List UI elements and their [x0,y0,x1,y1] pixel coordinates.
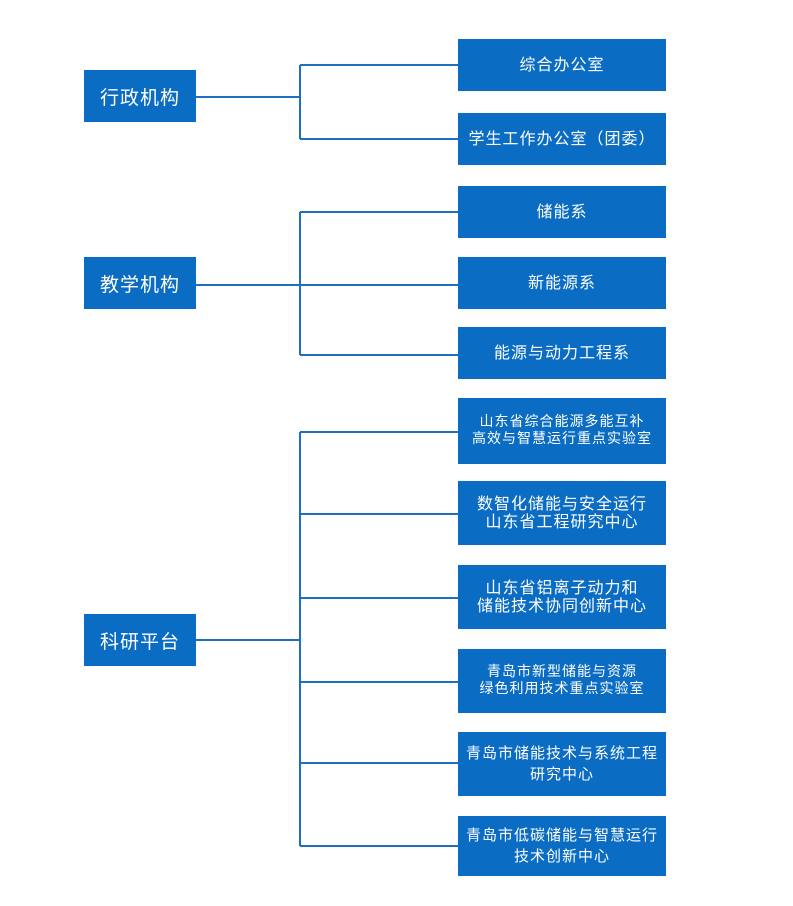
org-node-research-platform-4: 青岛市新型储能与资源 绿色利用技术重点实验室 [458,649,666,713]
org-node-research-platform-5: 青岛市储能技术与系统工程 研究中心 [458,732,666,796]
node-line-1: 青岛市新型储能与资源 [487,664,637,681]
category-admin: 行政机构 [84,70,196,122]
node-line-2: 山东省工程研究中心 [485,512,639,531]
org-node-research-platform-6: 青岛市低碳储能与智慧运行 技术创新中心 [458,816,666,876]
node-line-1: 数智化储能与安全运行 [476,493,647,513]
category-research: 科研平台 [84,614,196,666]
org-node-research-platform-3: 山东省铝离子动力和 储能技术协同创新中心 [458,565,666,629]
node-line-2: 高效与智慧运行重点实验室 [472,431,652,447]
org-node-general-office: 综合办公室 [458,39,666,91]
node-line-1: 山东省铝离子动力和 [485,577,639,597]
org-node-student-affairs-office: 学生工作办公室（团委） [458,113,666,165]
org-node-research-platform-2: 数智化储能与安全运行 山东省工程研究中心 [458,481,666,545]
category-teaching: 教学机构 [84,257,196,309]
node-line-2: 绿色利用技术重点实验室 [479,681,645,697]
org-node-research-platform-1: 山东省综合能源多能互补 高效与智慧运行重点实验室 [458,398,666,464]
org-node-energy-power-engineering-dept: 能源与动力工程系 [458,327,666,379]
node-line-1: 青岛市低碳储能与智慧运行 [465,826,658,844]
node-line-2: 技术创新中心 [513,847,610,865]
node-line-2: 储能技术协同创新中心 [476,596,647,615]
node-line-1: 青岛市储能技术与系统工程 [465,744,658,762]
node-line-2: 研究中心 [529,765,594,783]
org-node-energy-storage-dept: 储能系 [458,186,666,238]
org-node-new-energy-dept: 新能源系 [458,257,666,309]
node-line-1: 山东省综合能源多能互补 [479,414,645,431]
